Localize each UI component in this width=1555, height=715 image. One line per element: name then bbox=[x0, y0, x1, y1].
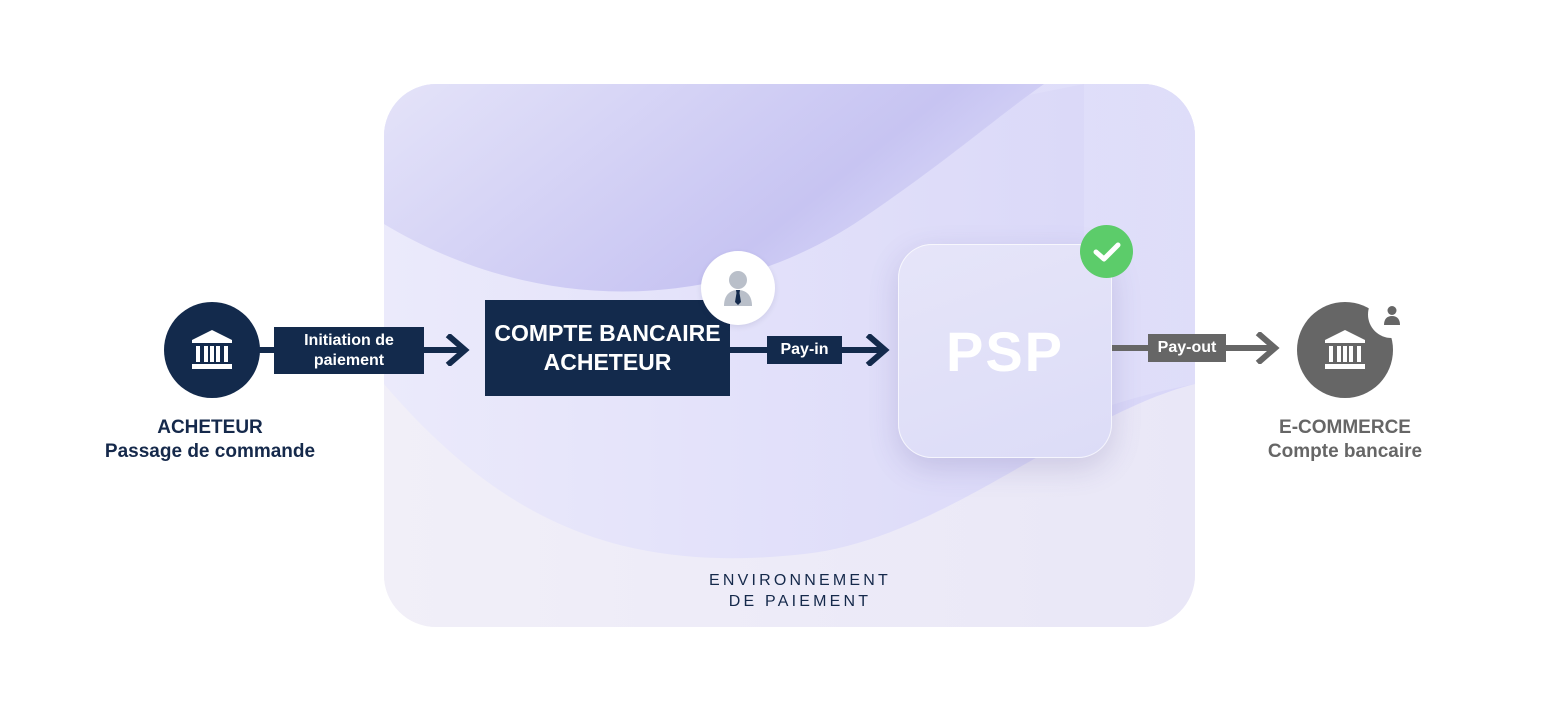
initiation-payment-label: Initiation de paiement bbox=[274, 327, 424, 374]
user-icon bbox=[724, 271, 752, 306]
payin-connector-left bbox=[730, 347, 767, 353]
payout-label: Pay-out bbox=[1148, 334, 1226, 362]
merchant-user-badge bbox=[1368, 291, 1415, 338]
account-label-line1: COMPTE BANCAIRE bbox=[494, 320, 721, 346]
account-user-badge bbox=[701, 251, 775, 325]
payout-connector-left bbox=[1112, 345, 1148, 351]
psp-label: PSP bbox=[945, 319, 1065, 383]
buyer-node bbox=[164, 302, 260, 398]
buyer-caption: ACHETEUR Passage de commande bbox=[80, 416, 340, 464]
merchant-title: E-COMMERCE bbox=[1279, 417, 1411, 438]
psp-check-badge bbox=[1080, 225, 1133, 278]
payout-connector-right bbox=[1226, 345, 1272, 351]
bank-icon bbox=[192, 330, 232, 369]
payin-arrowhead-icon bbox=[865, 334, 890, 366]
buyer-bank-account-box: COMPTE BANCAIRE ACHETEUR bbox=[485, 300, 730, 396]
initiation-connector-left bbox=[258, 347, 274, 353]
account-label-line2: ACHETEUR bbox=[543, 349, 672, 375]
initiation-connector-right bbox=[424, 347, 462, 353]
merchant-subtitle: Compte bancaire bbox=[1267, 441, 1423, 462]
payin-connector-right bbox=[842, 347, 882, 353]
environment-label-line2: DE PAIEMENT bbox=[728, 593, 872, 610]
buyer-title: ACHETEUR bbox=[157, 417, 263, 438]
payment-environment-label: ENVIRONNEMENT DE PAIEMENT bbox=[600, 570, 1000, 612]
bank-icon bbox=[1325, 330, 1365, 369]
initiation-label-line1: Initiation de bbox=[304, 331, 394, 349]
check-icon bbox=[1093, 242, 1120, 261]
merchant-caption: E-COMMERCE Compte bancaire bbox=[1230, 416, 1460, 464]
psp-tile: PSP bbox=[898, 244, 1112, 458]
buyer-subtitle: Passage de commande bbox=[104, 441, 316, 462]
initiation-arrowhead-icon bbox=[445, 334, 470, 366]
payin-label: Pay-in bbox=[767, 336, 842, 364]
payout-arrowhead-icon bbox=[1255, 332, 1280, 364]
initiation-label-line2: paiement bbox=[313, 351, 385, 369]
user-icon bbox=[1383, 305, 1400, 325]
environment-label-line1: ENVIRONNEMENT bbox=[708, 572, 892, 589]
